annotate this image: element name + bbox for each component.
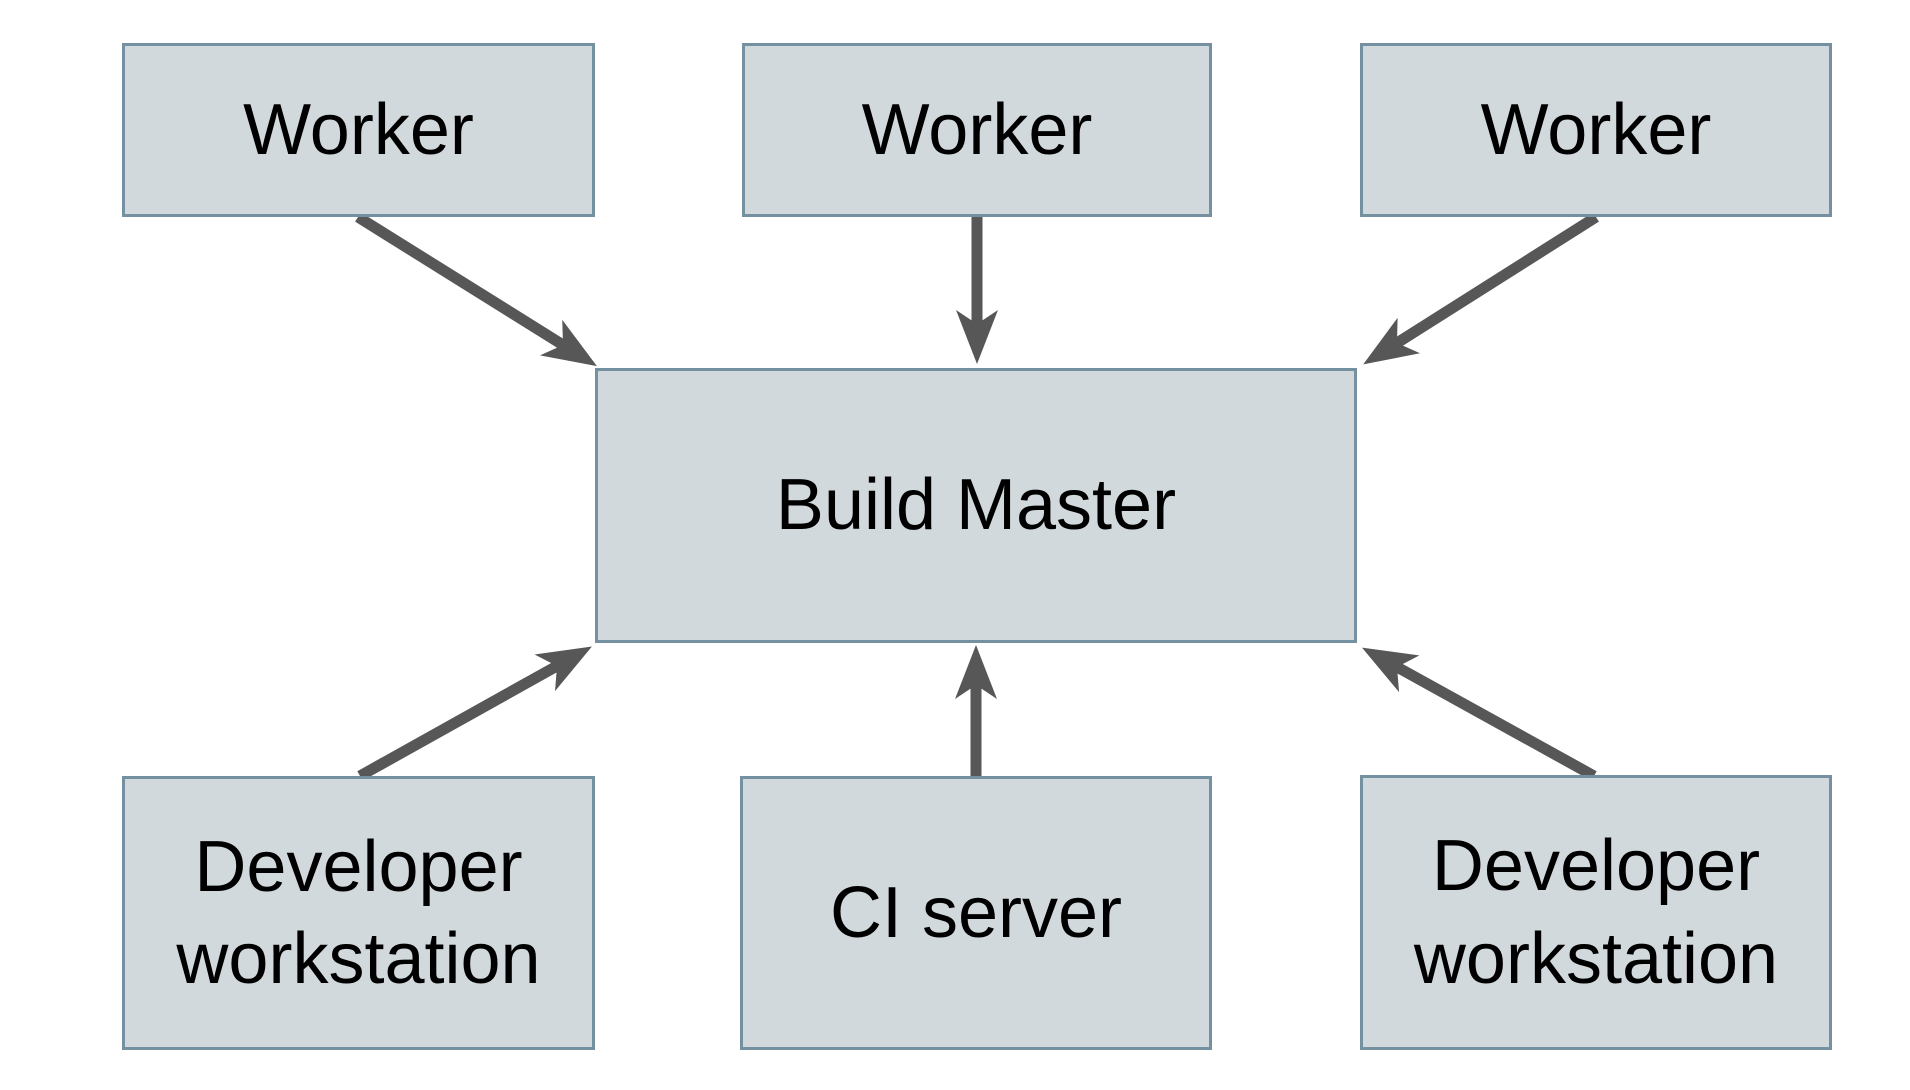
node-ci-server-label: CI server xyxy=(829,872,1123,953)
node-developer-workstation-right: Developer workstation xyxy=(1360,775,1832,1050)
node-developer-workstation-left-label: Developer workstation xyxy=(176,826,541,999)
node-build-master-label: Build Master xyxy=(775,465,1177,546)
arrow-worker3-to-buildmaster xyxy=(1363,212,1599,365)
node-build-master: Build Master xyxy=(595,368,1357,643)
node-worker-3: Worker xyxy=(1360,43,1832,217)
node-worker-2: Worker xyxy=(742,43,1212,217)
node-ci-server: CI server xyxy=(740,776,1212,1050)
node-worker-1-label: Worker xyxy=(243,89,474,170)
node-worker-1: Worker xyxy=(122,43,595,217)
node-developer-workstation-right-label: Developer workstation xyxy=(1413,826,1779,999)
arrow-devright-to-buildmaster xyxy=(1362,647,1597,781)
node-worker-2-label: Worker xyxy=(861,89,1093,170)
arrow-worker1-to-buildmaster xyxy=(355,212,597,367)
node-worker-3-label: Worker xyxy=(1480,89,1712,170)
arrow-devleft-to-buildmaster xyxy=(357,646,592,781)
node-developer-workstation-left: Developer workstation xyxy=(122,776,595,1050)
